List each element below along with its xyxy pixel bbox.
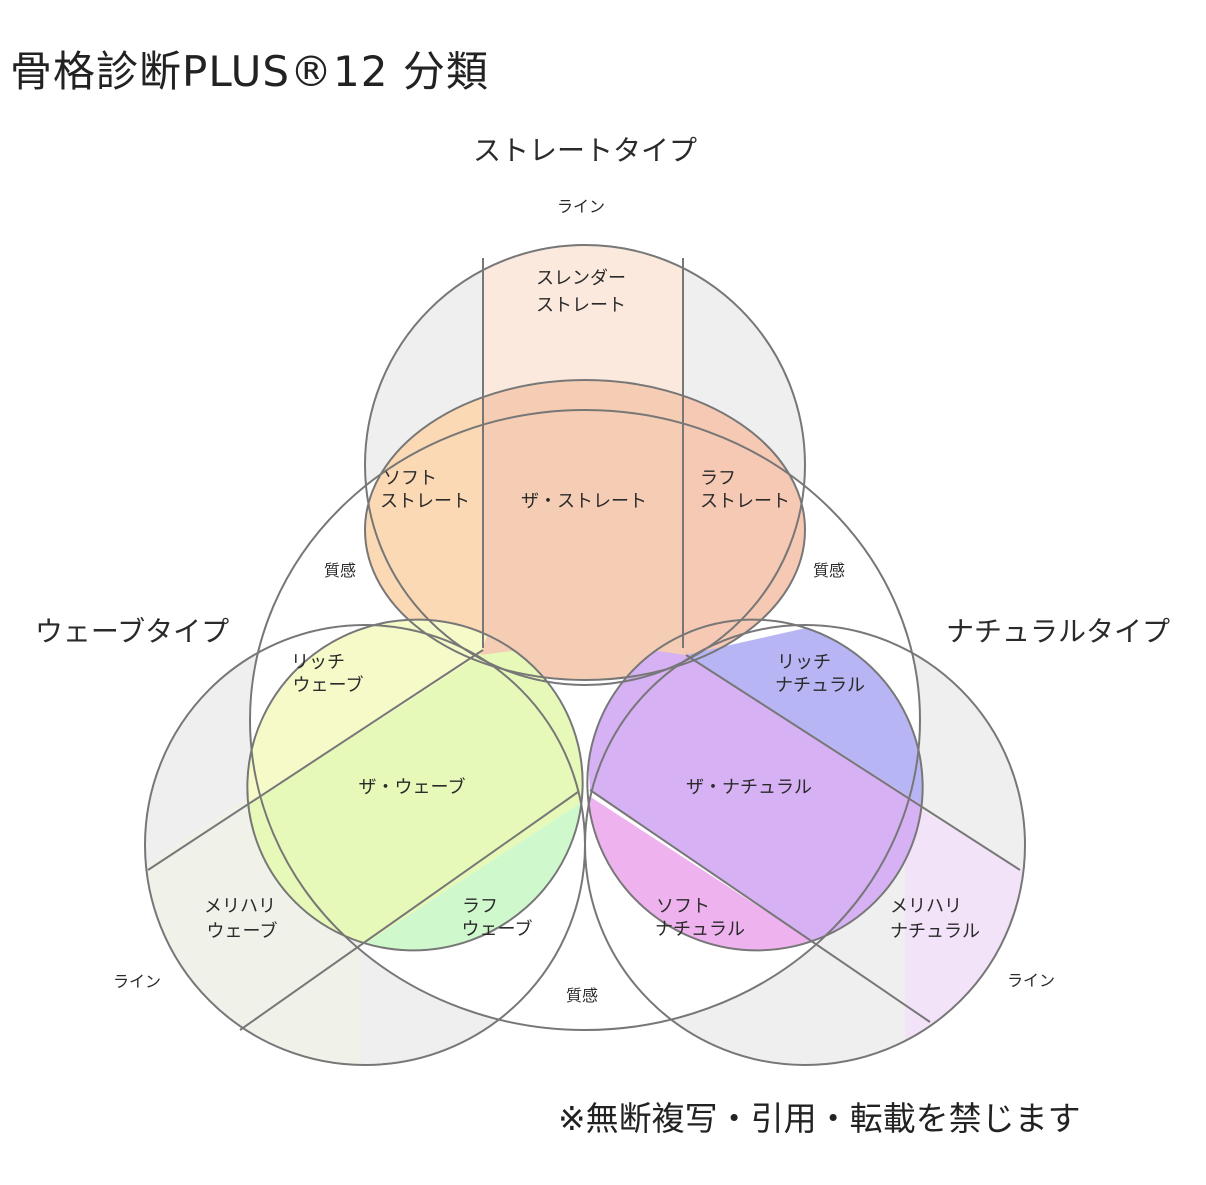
the-natural-label: ザ・ナチュラル <box>686 777 812 798</box>
rough-straight-label: ラフストレート <box>700 468 790 512</box>
the-wave-label: ザ・ウェーブ <box>359 776 466 798</box>
merihari-natural-label: メリハリナチュラル <box>890 896 980 942</box>
rough-wave-label: ラフウェーブ <box>462 896 533 940</box>
copyright-notice: ※無断複写・引用・転載を禁じます <box>558 1099 1081 1138</box>
wave-type-label: ウェーブタイプ <box>35 615 229 648</box>
natural-type-label: ナチュラルタイプ <box>946 615 1170 648</box>
line-axis-label-right: ライン <box>1007 971 1055 990</box>
merihari-wave-label: メリハリウェーブ <box>204 896 277 942</box>
the-natural-region <box>580 640 930 960</box>
soft-natural-region <box>580 790 810 998</box>
diagram-outlines <box>144 244 1026 1066</box>
straight-type-label: ストレートタイプ <box>473 134 697 167</box>
the-straight-label: ザ・ストレート <box>521 491 647 512</box>
page-title: 骨格診断PLUS®12 分類 <box>10 47 489 96</box>
rich-natural-label: リッチナチュラル <box>775 652 865 696</box>
slender-straight-region <box>483 245 683 400</box>
texture-axis-label-left: 質感 <box>324 561 356 580</box>
soft-natural-label: ソフトナチュラル <box>655 896 745 940</box>
line-axis-label-top: ライン <box>557 197 605 216</box>
line-axis-label-left: ライン <box>113 972 161 991</box>
the-straight-region <box>483 380 683 680</box>
texture-axis-label-bottom: 質感 <box>566 986 598 1005</box>
diagram-shapes <box>144 244 1026 1066</box>
slender-straight-label: スレンダーストレート <box>536 268 626 316</box>
straight-regions <box>483 245 683 400</box>
rich-wave-label: リッチウェーブ <box>291 652 363 696</box>
texture-axis-label-right: 質感 <box>813 561 845 580</box>
the-wave-region <box>240 640 600 960</box>
soft-straight-label: ソフトストレート <box>380 468 470 512</box>
